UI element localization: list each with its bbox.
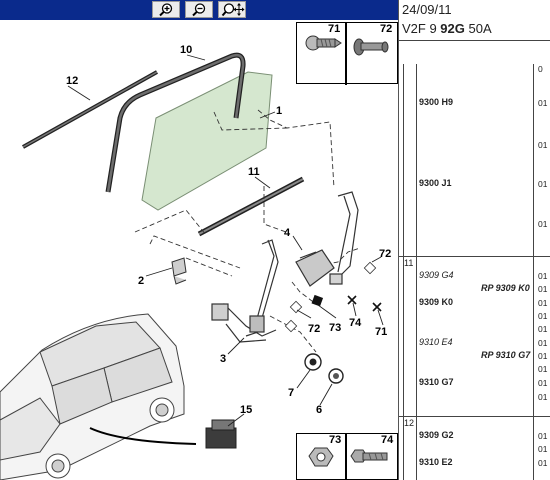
parts-diagram: 1 10 12 11 2 4 3 7 6 15 72 72 73 74 71 7… [0,0,398,480]
diagram-drawing: 1 10 12 11 2 4 3 7 6 15 72 72 73 74 71 [0,44,391,480]
part-code-superseded[interactable]: 9309 G4 [419,270,454,280]
row-side: 01 [538,324,548,334]
callout-72b: 72 [308,323,320,335]
callout-74: 74 [349,317,362,329]
part-code[interactable]: 9310 E2 [419,457,453,467]
catalog-date: 24/09/11 [402,2,452,17]
callout-10: 10 [180,44,192,56]
column-line [416,64,417,480]
row-side: 01 [538,351,548,361]
bolt-icon [350,449,388,463]
group-number: 12 [404,418,415,428]
group-divider [399,256,550,257]
model-suffix: 50A [464,21,492,36]
screw-icon [305,35,342,51]
regulator-motor [295,191,359,287]
fastener-icons-bottom [308,447,388,467]
inset-label-72: 72 [380,23,393,35]
part-code[interactable]: 9300 H9 [419,97,454,107]
model-highlight: 92G [440,21,465,36]
glass-bracket [171,257,187,285]
model-prefix: V2F 9 [402,21,441,36]
part-code[interactable]: 9309 G2 [419,430,454,440]
callout-15: 15 [240,404,252,416]
callout-72a: 72 [379,248,391,260]
rivet-icon [353,38,389,56]
row-side: 01 [538,219,548,229]
zoom-in-icon [159,3,173,17]
row-side: 01 [538,98,548,108]
callout-6: 6 [316,404,322,416]
column-line [533,64,534,480]
group-number: 11 [404,258,414,268]
replacement-code[interactable]: RP 9310 G7 [481,350,531,360]
window-switch [205,419,237,449]
zoom-pan-button[interactable] [218,1,246,18]
callout-1: 1 [276,105,282,117]
callout-4: 4 [284,227,291,239]
row-side: 01 [538,298,548,308]
inset-label-71: 71 [328,23,341,35]
fastener-inset-71-72: 71 72 [296,22,398,85]
fastener-icons [305,35,389,56]
inset-label-73: 73 [329,434,342,446]
row-side: 01 [538,444,548,454]
row-side: 01 [538,364,548,374]
window-glass [141,71,273,211]
fastener-inset-73-74: 73 74 [296,433,398,480]
part-code-superseded[interactable]: 9310 E4 [419,337,453,347]
callout-3: 3 [220,353,226,365]
row-side: 0 [538,64,543,74]
row-side: 01 [538,271,548,281]
row-side: 01 [538,431,548,441]
callout-73: 73 [329,322,341,334]
part-code[interactable]: 9309 K0 [419,297,454,307]
row-side: 01 [538,311,548,321]
part-code[interactable]: 9310 G7 [419,377,454,387]
zoom-out-icon [192,3,206,17]
zoom-out-button[interactable] [185,1,213,18]
callout-12: 12 [66,75,78,87]
replacement-code[interactable]: RP 9309 K0 [481,283,530,293]
window-regulator [211,239,279,343]
row-side: 01 [538,458,548,468]
callout-71: 71 [375,326,387,338]
row-side: 01 [538,338,548,348]
row-side: 01 [538,140,548,150]
car-illustration [0,313,185,480]
vehicle-model-code: V2F 9 92G 50A [402,21,492,36]
diagram-toolbar [0,0,398,20]
inset-label-74: 74 [381,434,394,446]
group-divider [399,416,550,417]
column-line [403,64,404,480]
zoom-move-icon [221,3,245,17]
parts-reference-panel: 24/09/11 V2F 9 92G 50A 0 9300 H9 01 01 9… [398,0,550,480]
row-side: 01 [538,378,548,388]
zoom-in-button[interactable] [152,1,180,18]
callout-2: 2 [138,275,144,287]
row-side: 01 [538,284,548,294]
callout-11: 11 [248,166,260,178]
nut-icon [308,447,334,467]
part-code[interactable]: 9300 J1 [419,178,452,188]
row-side: 01 [538,392,548,402]
row-side: 01 [538,179,548,189]
callout-7: 7 [288,387,294,399]
header-divider [399,40,550,41]
